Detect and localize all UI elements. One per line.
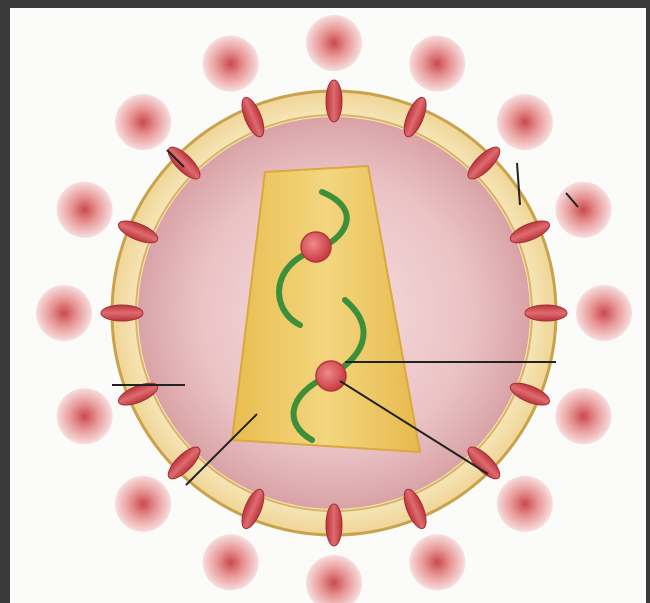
glycoprotein-knob	[306, 555, 362, 603]
glycoprotein-knob	[576, 285, 632, 341]
glycoprotein-knob	[203, 534, 259, 590]
glycoprotein-knob	[203, 36, 259, 92]
glycoprotein-stalk	[326, 80, 342, 122]
glycoprotein-knob	[555, 182, 611, 238]
glycoprotein-stalk	[326, 504, 342, 546]
glycoprotein-knob	[409, 36, 465, 92]
glycoprotein-knob	[497, 94, 553, 150]
glycoprotein-stalk	[525, 305, 567, 321]
glycoprotein-knob	[409, 534, 465, 590]
enzyme-upper	[301, 232, 331, 262]
glycoprotein-knob	[555, 388, 611, 444]
glycoprotein-knob	[57, 388, 113, 444]
glycoprotein-knob	[115, 476, 171, 532]
glycoprotein-stalk	[101, 305, 143, 321]
glycoprotein-knob	[115, 94, 171, 150]
glycoprotein-knob	[306, 15, 362, 71]
glycoprotein-knob	[497, 476, 553, 532]
glycoprotein-knob	[57, 182, 113, 238]
glycoprotein-knob	[36, 285, 92, 341]
enzyme-lower	[316, 361, 346, 391]
